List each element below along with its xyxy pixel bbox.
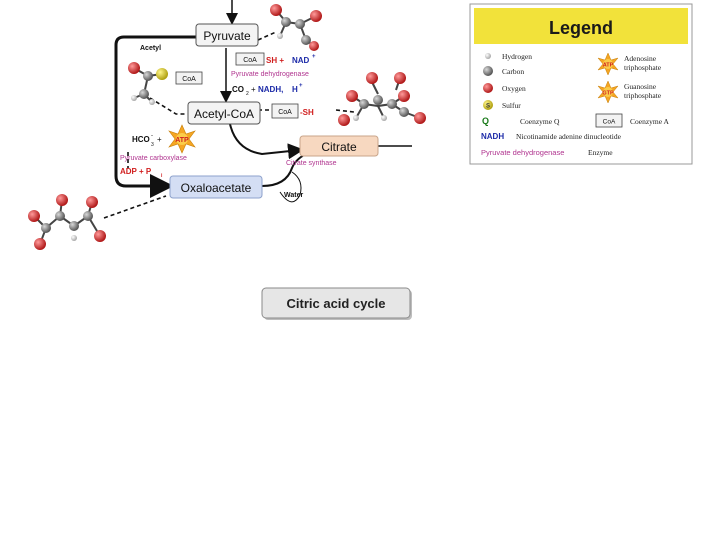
coa-box-label: CoA xyxy=(243,57,257,64)
h-sup: + xyxy=(299,83,303,89)
legend-atp-icon-label: ATP xyxy=(603,63,614,69)
adp-label: ADP + P xyxy=(120,167,152,176)
coa-box-left: CoA xyxy=(175,71,203,85)
legend-coa-code: CoA xyxy=(603,119,616,126)
citrate-label: Citrate xyxy=(321,140,357,154)
sulfur-icon xyxy=(483,100,493,110)
co2-nadh-row: CO 2 + NADH, H + xyxy=(232,83,303,97)
legend-q-code: Q xyxy=(482,116,489,126)
hco3-plus: + xyxy=(157,135,162,144)
hco3-atp-row: HCO 3 - + ATP xyxy=(132,124,196,154)
legend-gtp-icon-label: GTP xyxy=(602,91,614,97)
legend-coa-label: Coenzyme A xyxy=(630,117,670,126)
hco3-label: HCO xyxy=(132,135,150,144)
legend-gtp-line1: Guanosine xyxy=(624,82,657,91)
hydrogen-icon xyxy=(485,53,491,59)
atp-star-icon xyxy=(168,124,196,154)
coa-sh-box-label: CoA xyxy=(278,109,292,116)
legend-atp-line1: Adenosine xyxy=(624,54,657,63)
coa-sh-nad-row: CoA SH + NAD + xyxy=(235,52,316,66)
oxygen-icon xyxy=(483,83,493,93)
nad-sup: + xyxy=(312,54,316,60)
nad-label: NAD xyxy=(292,56,310,65)
legend-gtp-icon xyxy=(597,80,619,104)
legend-title: Legend xyxy=(549,18,613,38)
adp-sub: i xyxy=(161,173,163,179)
pyruvate-molecule-icon xyxy=(270,4,322,51)
legend-atp-line2: triphosphate xyxy=(624,63,662,72)
oxaloacetate-label: Oxaloacetate xyxy=(181,181,252,195)
atp-star-label: ATP xyxy=(175,137,189,144)
oxaloacetate-molecule-icon xyxy=(28,194,106,250)
dashed-connectors xyxy=(103,31,355,219)
legend-oxygen-label: Oxygen xyxy=(502,84,526,93)
citrate-node: Citrate xyxy=(299,135,379,157)
legend-hydrogen-label: Hydrogen xyxy=(502,52,532,61)
sh-plus-label: SH + xyxy=(266,56,284,65)
legend-gtp-line2: triphosphate xyxy=(624,91,662,100)
water-label: Water xyxy=(284,192,303,199)
hco3-sub: 3 xyxy=(151,142,154,148)
co2-label: CO xyxy=(232,85,244,94)
legend-coa-box xyxy=(595,113,623,128)
nadh-label: NADH, xyxy=(258,85,283,94)
legend-nadh-label: Nicotinamide adenine dinucleotide xyxy=(516,132,622,141)
pyruvate-carboxylase-label: Pyruvate carboxylase xyxy=(120,155,187,162)
citrate-molecule-icon xyxy=(338,72,426,126)
hco3-sup: - xyxy=(151,133,153,139)
sulfur-icon-letter: S xyxy=(486,104,490,110)
h-label: H xyxy=(292,85,298,94)
legend-nadh-code: NADH xyxy=(481,132,504,141)
legend-carbon-label: Carbon xyxy=(502,67,524,76)
legend-q-label: Coenzyme Q xyxy=(520,117,560,126)
citrate-synthase-label: Citrate synthase xyxy=(286,160,337,167)
acetyl-molecule-icon xyxy=(128,62,168,105)
adp-row: ADP + P i xyxy=(120,167,163,179)
legend-sulfur-label: Sulfur xyxy=(502,101,521,110)
sh-label: -SH xyxy=(300,108,314,117)
acetyl-label: Acetyl xyxy=(140,45,161,52)
pyruvate-label: Pyruvate xyxy=(203,29,251,43)
coa-left-label: CoA xyxy=(182,76,196,83)
legend-enzyme-label: Enzyme xyxy=(588,148,613,157)
co2-sub: 2 xyxy=(246,91,249,97)
citric-acid-cycle-button[interactable]: Citric acid cycle xyxy=(261,287,412,320)
pyruvate-dehydrogenase-label: Pyruvate dehydrogenase xyxy=(231,71,309,78)
pathway-lines xyxy=(114,0,412,203)
legend-enzyme-code: Pyruvate dehydrogenase xyxy=(481,148,564,157)
acetyl-coa-node: Acetyl-CoA xyxy=(187,101,261,125)
legend-panel: Legend Hydrogen Carbon Oxygen S Sulfur A… xyxy=(469,3,693,165)
acetyl-coa-label: Acetyl-CoA xyxy=(194,107,254,121)
co2-plus: + xyxy=(251,85,256,94)
citric-acid-cycle-button-label: Citric acid cycle xyxy=(287,296,386,311)
oxaloacetate-node: Oxaloacetate xyxy=(169,175,263,199)
carbon-icon xyxy=(483,66,493,76)
legend-atp-icon xyxy=(597,52,619,76)
coa-sh-box: CoA -SH xyxy=(271,103,314,119)
pyruvate-node: Pyruvate xyxy=(195,23,259,47)
